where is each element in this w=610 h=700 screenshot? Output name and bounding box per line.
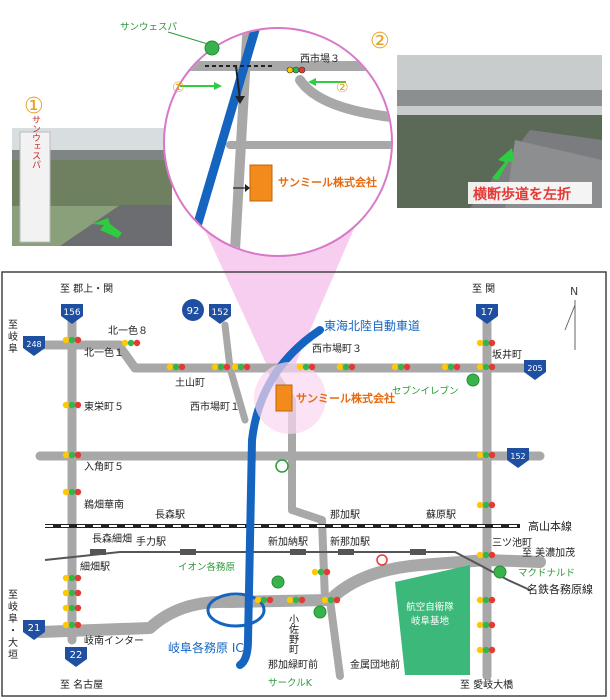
photo2: 横断歩道を左折	[397, 55, 602, 208]
dir-gifu: 至岐阜	[8, 319, 18, 355]
expressway-label: 東海北陸自動車道	[324, 318, 420, 333]
photo1: サンウェスパ	[12, 115, 172, 246]
place-shinnakaeki: 新那加駅	[330, 535, 370, 548]
place-irihata5: 入角町５	[84, 461, 124, 473]
place-mitsuike: 三ツ池町	[492, 536, 532, 549]
north-arrow-icon	[564, 300, 576, 350]
dir-kagamiohashi: 至 愛岐大橋	[460, 678, 513, 691]
traffic-signals	[62, 336, 496, 654]
dir-gifu-ogaki: 至岐阜・大垣	[8, 589, 18, 661]
place-nakasen: 那加緑町前	[268, 658, 318, 671]
inset-map: サンウェスパ 西市場３ ① ② サンミール株式会社	[120, 22, 393, 257]
dir-nagoya: 至 名古屋	[60, 678, 103, 691]
place-ekihatakanan: 鵜畑華南	[84, 498, 124, 511]
route-156: 156	[63, 308, 80, 318]
place-kanoeki: 那加駅	[330, 509, 360, 521]
place-kakaminan-ic: 岐南インター	[84, 634, 144, 647]
expressway	[206, 326, 324, 669]
circle-k-marker	[313, 605, 327, 619]
place-tsuchiyamacho: 土山町	[175, 376, 205, 389]
inset-company: サンミール株式会社	[278, 175, 377, 189]
photo1-sign-text: サンウェスパ	[30, 115, 41, 169]
place-kitaishiki8: 北一色８	[108, 324, 148, 337]
route-22: 22	[70, 650, 83, 661]
place-nishiichiba1: 西市場町１	[190, 400, 240, 413]
takayama-line-label: 高山本線	[528, 519, 572, 533]
north-label: N	[570, 285, 578, 298]
route-248: 248	[26, 340, 41, 349]
route-152b: 152	[510, 452, 525, 461]
inset-marker1: ①	[172, 80, 185, 96]
photo1-number: ①	[24, 94, 44, 119]
label-seven-eleven: セブンイレブン	[392, 385, 459, 397]
jsdf-base	[395, 565, 470, 675]
company-building-icon	[275, 384, 293, 412]
map-frame	[1, 271, 607, 697]
label-aeon: イオン各務原	[178, 561, 235, 573]
dir-seki: 至 関	[472, 283, 495, 295]
route-205: 205	[527, 364, 542, 373]
meitetsu-line	[44, 549, 531, 591]
place-osano: 小佐野町	[287, 614, 299, 654]
aeon-marker	[271, 575, 285, 589]
place-nishiichiba3: 西市場町３	[312, 342, 362, 355]
place-kirihatasta: 細畑駅	[80, 560, 110, 573]
meitetsu-line-label: 名鉄各務原線	[527, 582, 593, 596]
seven-eleven-marker	[466, 373, 480, 387]
dir-minokamo: 至 美濃加茂	[522, 546, 575, 559]
dir-gujo: 至 郡上・関	[60, 283, 113, 295]
route-17: 17	[481, 307, 494, 318]
mcdonalds-marker	[493, 565, 507, 579]
place-higashieimachi5: 東栄町５	[84, 400, 124, 413]
route-21: 21	[28, 623, 41, 634]
route-shields: 156 92 152 17 248 205 152 21 22	[23, 299, 546, 667]
inset-nishiichiba3: 西市場３	[300, 52, 340, 65]
inset-marker2: ②	[336, 80, 349, 96]
place-sakaimachi: 坂井町	[492, 348, 522, 361]
label-mcdonalds: マクドナルド	[518, 568, 575, 579]
map-company: サンミール株式会社	[296, 391, 395, 405]
place-sohara: 蘇原駅	[426, 508, 456, 521]
route-152a: 152	[211, 308, 228, 318]
inset-sunwespa: サンウェスパ	[120, 22, 178, 33]
route-92: 92	[187, 306, 200, 317]
place-nagamorieki: 長森駅	[155, 508, 185, 521]
place-shinkanoeki: 新加納駅	[268, 535, 308, 548]
place-kitaishiki1: 北一色１	[84, 346, 124, 359]
label-circle-k: サークルK	[268, 678, 313, 689]
place-tejikara: 手力駅	[136, 535, 166, 548]
place-kanadancho: 金属団地前	[350, 658, 400, 671]
station-marker	[376, 554, 388, 566]
photo2-number: ②	[370, 29, 390, 54]
photo2-caption: 横断歩道を左折	[473, 186, 571, 203]
ic-label: 岐阜各務原 IC	[168, 640, 244, 655]
jsdf-label: 航空自衛隊岐阜基地	[406, 601, 454, 627]
place-nakanasehoso: 長森細畑	[92, 532, 132, 545]
post-office-icon	[275, 459, 289, 473]
